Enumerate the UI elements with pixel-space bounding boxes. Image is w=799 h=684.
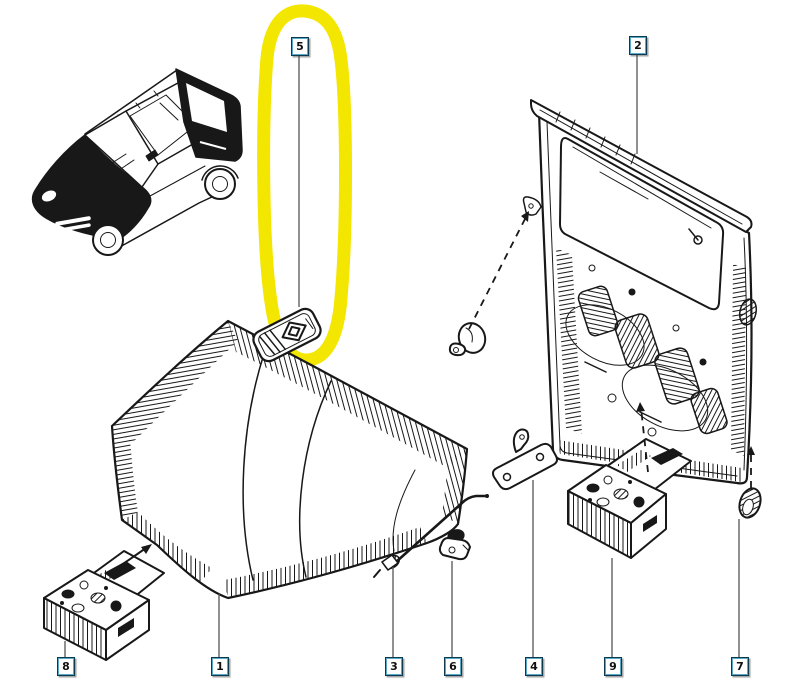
van-headlight xyxy=(40,189,58,203)
callout-5-label: 5 xyxy=(296,40,304,53)
tailgate-window xyxy=(559,137,725,311)
callout-9-label: 9 xyxy=(609,660,617,673)
callout-6-label: 6 xyxy=(449,660,457,673)
hood-illustration xyxy=(110,319,469,600)
callout-4: 4 xyxy=(525,657,543,676)
callout-8-label: 8 xyxy=(62,660,70,673)
rod-clip-illustration xyxy=(438,529,471,561)
callout-7-label: 7 xyxy=(736,660,744,673)
van-windshield xyxy=(84,110,159,188)
callout-7: 7 xyxy=(731,657,749,676)
hood-rod-illustration xyxy=(373,494,489,578)
callout-4-label: 4 xyxy=(530,660,538,673)
highlight-marker xyxy=(257,4,352,367)
callout-3: 3 xyxy=(385,657,403,676)
callout-leader-lines xyxy=(64,53,740,657)
callout-2-label: 2 xyxy=(634,39,642,52)
callout-1-label: 1 xyxy=(216,660,224,673)
callout-2: 2 xyxy=(629,36,647,55)
tailgate-top-bar xyxy=(530,99,753,233)
callout-3-label: 3 xyxy=(390,660,398,673)
callout-1: 1 xyxy=(211,657,229,676)
diamond-logo-icon xyxy=(281,321,307,342)
grommet-illustration xyxy=(738,487,762,519)
callout-9: 9 xyxy=(604,657,622,676)
parts-kit-box-8 xyxy=(43,544,165,661)
tailgate-illustration xyxy=(522,99,758,485)
callout-5: 5 xyxy=(291,37,309,56)
assembly-arrow xyxy=(119,547,147,567)
hinge-piece-illustration xyxy=(448,322,487,357)
callout-6: 6 xyxy=(444,657,462,676)
van-illustration xyxy=(31,68,243,256)
badge-emblem-illustration xyxy=(252,307,322,363)
lock-bracket-illustration xyxy=(492,428,558,491)
assembly-dashed-lines xyxy=(468,211,755,488)
callout-8: 8 xyxy=(57,657,75,676)
van-mirror xyxy=(145,149,159,162)
